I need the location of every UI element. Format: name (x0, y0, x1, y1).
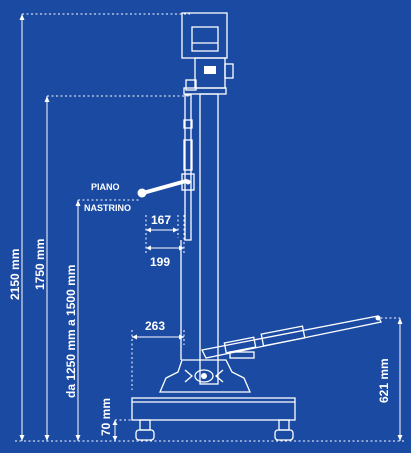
arrow-head (75, 200, 81, 206)
handle-pivot (185, 179, 191, 185)
machine-head-panel (191, 26, 219, 52)
label-piano: PIANO (91, 182, 120, 192)
dim-263: 263 (145, 319, 165, 333)
dim-arm-height: 1750 mm (33, 239, 47, 290)
arrow-head (132, 334, 137, 340)
guide-clamp (183, 119, 193, 129)
column-collar (183, 87, 227, 95)
table-handle (141, 179, 188, 195)
wheel-left (135, 429, 155, 441)
wheel-stem-right (278, 419, 290, 431)
guide-slider (183, 139, 193, 171)
arrow-head (112, 436, 118, 441)
motor-label-plate (204, 66, 216, 74)
guide-rod (184, 94, 192, 241)
dim-167: 167 (151, 213, 171, 227)
column-hub (194, 369, 214, 383)
arrow-head (397, 435, 403, 441)
dim-range: da 1250 mm a 1500 mm (64, 265, 78, 398)
arm-slider (260, 325, 306, 347)
label-nastrino: NASTRINO (84, 203, 131, 213)
dim-base-height: 70 mm (99, 398, 113, 436)
column-bracket-left (184, 369, 193, 383)
motor-bracket (185, 79, 197, 91)
motor-side-box (224, 63, 234, 79)
dim-total-height: 2150 mm (8, 249, 22, 300)
arrow-head (44, 96, 50, 102)
column-bracket-right (215, 369, 224, 383)
arm-connector (229, 351, 255, 359)
arrow-head (173, 227, 178, 233)
dim-199: 199 (150, 255, 170, 269)
column-hub-center (201, 373, 207, 379)
arrow-head (19, 14, 25, 20)
dim-right-height: 621 mm (377, 358, 391, 403)
arrow-head (146, 227, 151, 233)
arrow-head (19, 435, 25, 441)
arrow-head (112, 420, 118, 425)
inclined-arm (201, 315, 382, 359)
arrow-head (75, 435, 81, 441)
machine-base (131, 397, 296, 421)
arrow-head (146, 245, 151, 251)
arrow-head (44, 435, 50, 441)
main-column (199, 93, 219, 385)
wheel-stem-left (139, 419, 151, 431)
arrow-head (397, 318, 403, 324)
handle-knob (137, 188, 147, 198)
arm-tip (375, 315, 381, 321)
handle-hub (181, 173, 195, 191)
column-base-housing (159, 359, 251, 393)
wheel-right (274, 429, 294, 441)
arm-clamp (223, 336, 257, 354)
